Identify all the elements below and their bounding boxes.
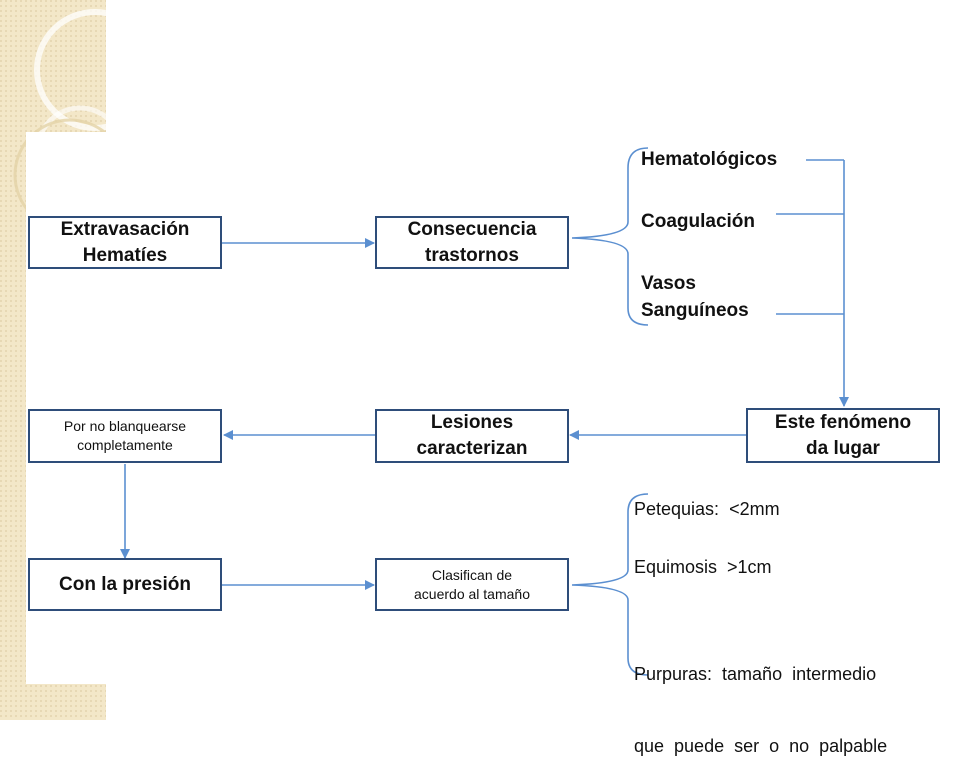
label-line: que puede ser o no palpable	[634, 736, 888, 756]
brace-clasificacion	[571, 493, 649, 676]
box-text-line: da lugar	[806, 437, 880, 459]
box-text-line: acuerdo al tamaño	[414, 585, 530, 602]
box-text-line: Lesiones	[430, 412, 514, 433]
box-text-line: completamente	[77, 437, 173, 453]
label-coagulacion: Coagulación	[641, 211, 756, 232]
box-text-line: Consecuencia	[407, 218, 537, 240]
box-este-fenomeno: Este fenómeno da lugar	[746, 408, 940, 463]
box-text-line: Este fenómeno	[774, 411, 912, 433]
connectors	[120, 147, 849, 676]
box-lesiones-caracterizan: Lesiones caracterizan	[375, 409, 569, 463]
label-hematologicos: Hematológicos	[641, 149, 778, 170]
box-con-la-presion: Con la presión	[28, 558, 222, 611]
box-por-no-blanquearse: Por no blanquearse completamente	[28, 409, 222, 463]
box-text-line: Clasifican de	[431, 566, 513, 583]
box-text-line: Con la presión	[59, 573, 191, 595]
box-extravasacion-hematies: Extravasación Hematíes	[28, 216, 222, 269]
label-purpuras: Purpuras: tamaño intermedio que puede se…	[634, 614, 887, 782]
label-equimosis: Equimosis >1cm	[634, 557, 772, 577]
box-text-line: Hematíes	[82, 244, 168, 266]
label-line: Vasos	[641, 273, 696, 294]
label-line: Purpuras: tamaño intermedio	[634, 664, 877, 684]
box-text-line: Extravasación	[60, 218, 190, 240]
box-clasifican-tamano: Clasifican de acuerdo al tamaño	[375, 558, 569, 611]
box-text-line: Por no blanquearse	[63, 418, 187, 434]
box-consecuencia-trastornos: Consecuencia trastornos	[375, 216, 569, 269]
box-text-line: trastornos	[425, 244, 519, 266]
label-line: Sanguíneos	[641, 300, 749, 321]
label-vasos: Vasos Sanguíneos	[641, 270, 749, 324]
brace-trastornos	[571, 147, 649, 326]
label-petequias: Petequias: <2mm	[634, 499, 780, 519]
box-text-line: caracterizan	[416, 438, 528, 459]
